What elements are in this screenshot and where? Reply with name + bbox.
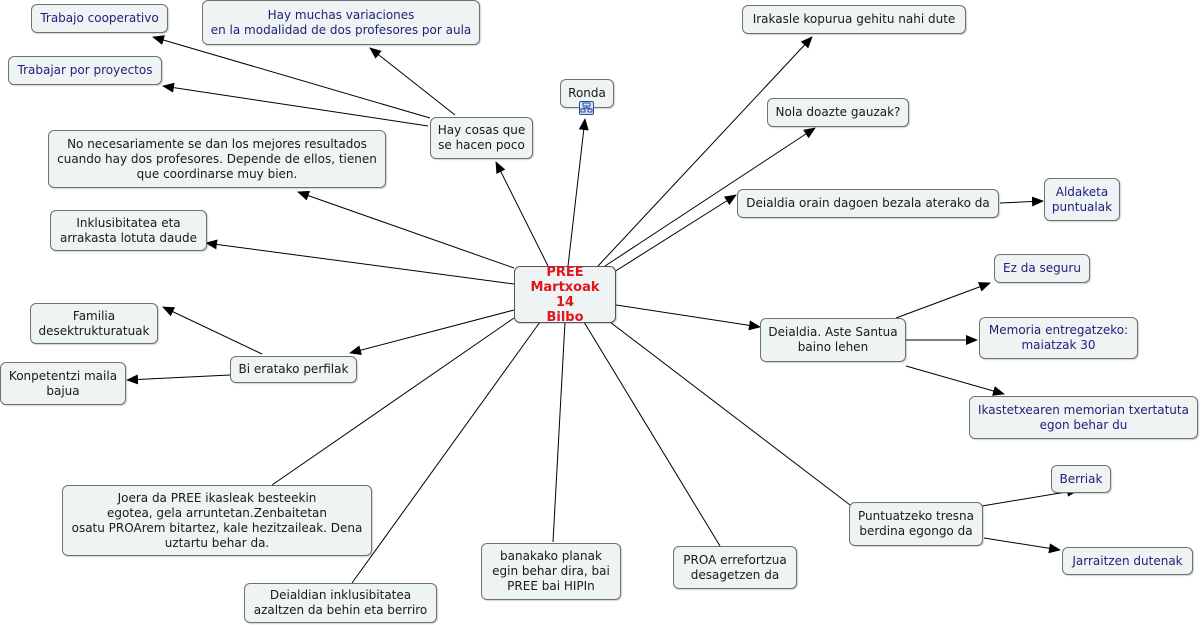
link-cosas-proyectos [162,82,429,127]
link-root-inklus [205,239,515,285]
link-root-cosas [495,161,549,267]
node-puntuatzeko[interactable]: Puntuatzeko tresna berdina egongo da [849,502,983,546]
link-puntu-jarraitzen [983,537,1061,554]
link-root-proa [583,321,721,547]
node-inklusibitatea[interactable]: Inklusibitatea eta arrakasta lotuta daud… [50,210,207,251]
link-aste-ez [895,282,991,319]
link-bi-familia [162,306,263,355]
node-no-necesariamente[interactable]: No necesariamente se dan los mejores res… [48,130,386,188]
link-root-irakasle [597,36,813,267]
link-root-ronda [567,118,589,267]
link-root-deialdia-aste [615,304,761,331]
node-deialdian-inklusibitatea[interactable]: Deialdian inklusibitatea azaltzen da beh… [244,583,437,623]
node-bi-eratako[interactable]: Bi eratako perfilak [230,356,357,383]
node-memoria[interactable]: Memoria entregatzeko: maiatzak 30 [979,317,1138,359]
root-node[interactable]: PREE Martxoak 14 Bilbo [514,265,616,325]
link-root-deialdian [351,321,541,584]
link-cosas-variaciones [369,47,456,116]
link-cosas-trabajo [152,35,431,119]
node-deialdia-aste[interactable]: Deialdia. Aste Santua baino lehen [760,318,906,362]
link-root-joera [271,317,515,486]
node-banakako[interactable]: banakako planak egin behar dira, bai PRE… [481,543,621,600]
document-link-icon[interactable] [579,101,594,115]
node-proa[interactable]: PROA errefortzua desagetzen da [673,546,797,589]
link-root-nola [601,127,816,269]
link-orain-aldaketa [999,196,1044,207]
node-trabajo-cooperativo[interactable]: Trabajo cooperativo [31,4,168,33]
node-aldaketa[interactable]: Aldaketa puntualak [1044,178,1120,221]
node-berriak[interactable]: Berriak [1051,465,1111,493]
link-root-puntu [609,321,855,509]
link-root-banakako [552,321,566,543]
node-nola[interactable]: Nola doazte gauzak? [767,98,909,127]
node-trabajar-proyectos[interactable]: Trabajar por proyectos [8,56,162,85]
link-root-nonec [297,190,515,269]
node-joera[interactable]: Joera da PREE ikasleak besteekin egotea,… [62,485,372,556]
node-ikastetxe[interactable]: Ikastetxearen memorian txertatuta egon b… [969,396,1198,439]
link-root-bi [349,309,515,356]
link-root-deialdia-orain [613,194,737,273]
node-ez-seguru[interactable]: Ez da seguru [994,254,1090,283]
node-cosas-poco[interactable]: Hay cosas que se hacen poco [430,117,533,159]
link-bi-konpetentzi [126,374,231,385]
node-deialdia-orain[interactable]: Deialdia orain dagoen bezala aterako da [737,189,999,218]
node-irakasle[interactable]: Irakasle kopurua gehitu nahi dute [742,5,966,34]
node-jarraitzen[interactable]: Jarraitzen dutenak [1062,547,1193,575]
node-variaciones[interactable]: Hay muchas variaciones en la modalidad d… [202,0,480,45]
node-konpetentzi[interactable]: Konpetentzi maila bajua [0,362,126,405]
link-aste-ikastetxe [905,365,1005,396]
node-familia[interactable]: Familia desektrukturatuak [30,303,158,344]
